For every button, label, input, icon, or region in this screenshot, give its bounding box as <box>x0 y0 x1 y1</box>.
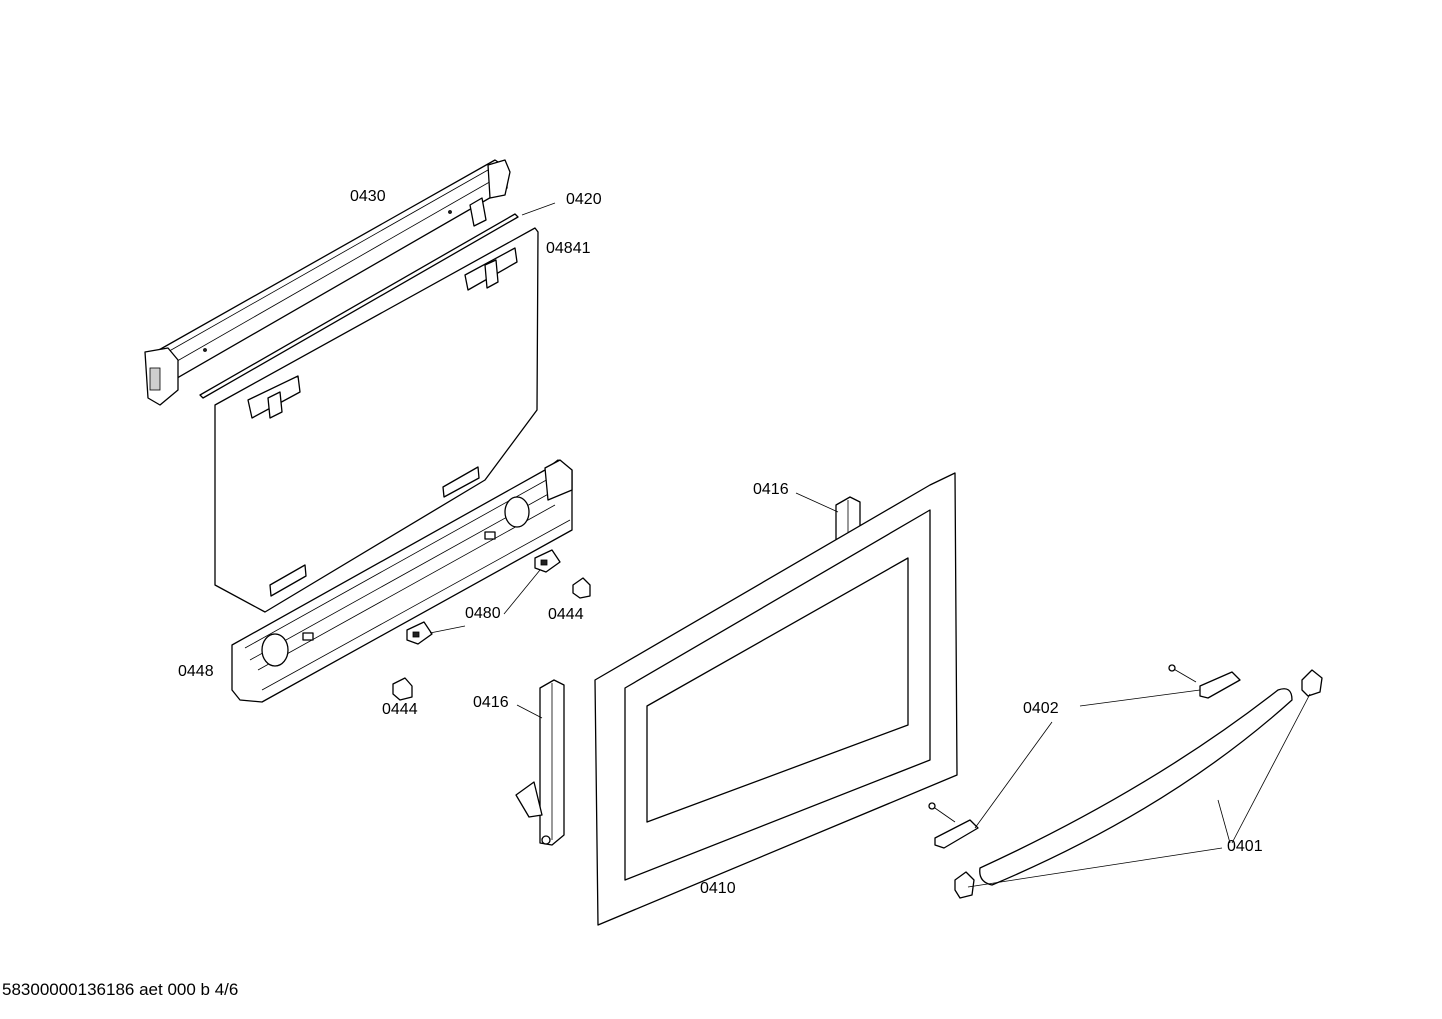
part-0444-knob-right <box>572 577 591 599</box>
part-0420-seal-strip <box>199 213 519 399</box>
label-0402: 0402 <box>1023 700 1059 717</box>
part-0416-hinge-lower <box>515 679 565 846</box>
label-0444-right: 0444 <box>548 606 584 623</box>
label-0416-lower: 0416 <box>473 694 509 711</box>
part-0448-bottom-channel <box>231 459 573 703</box>
part-0402-bracket-bottom <box>928 802 979 849</box>
leader-lines <box>429 202 1311 888</box>
label-0480: 0480 <box>465 605 501 622</box>
label-0420: 0420 <box>566 191 602 208</box>
part-0480-clip-right <box>534 549 561 573</box>
label-0444-left: 0444 <box>382 701 418 718</box>
part-0401-handle <box>954 669 1323 899</box>
label-0448: 0448 <box>178 663 214 680</box>
label-0410: 0410 <box>700 880 736 897</box>
label-0416-upper: 0416 <box>753 481 789 498</box>
part-0402-bracket-top <box>1168 664 1241 699</box>
drawing-reference-footer: 58300000136186 aet 000 b 4/6 <box>2 980 239 999</box>
label-0401: 0401 <box>1227 838 1263 855</box>
part-0444-knob-left <box>392 677 413 701</box>
part-0430-top-bar <box>144 159 511 406</box>
part-0410-door-frame <box>594 472 958 926</box>
label-04841: 04841 <box>546 240 591 257</box>
part-0480-clip-left <box>406 621 433 645</box>
label-0430: 0430 <box>350 188 386 205</box>
part-04841-glass-pane <box>214 227 539 613</box>
